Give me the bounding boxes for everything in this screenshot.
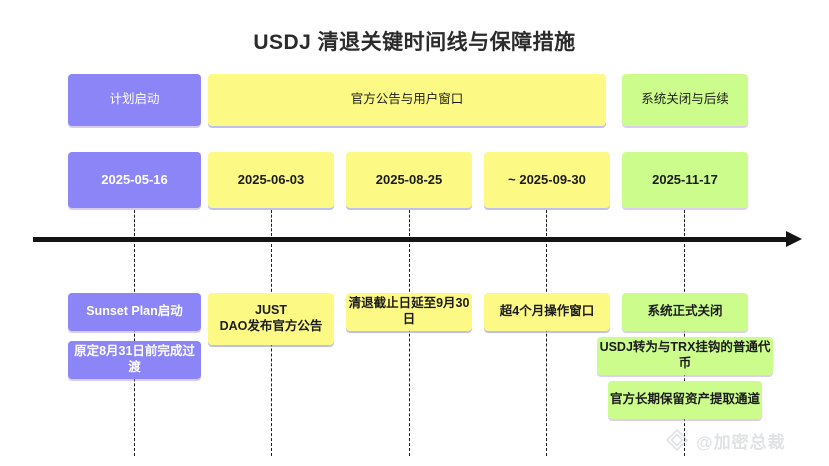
event-box-deadline-extended: 清退截止日延至9月30日 <box>346 293 472 331</box>
connector-line-2-upper <box>271 210 272 236</box>
watermark-text: @加密总裁 <box>696 432 786 452</box>
page-title: USDJ 清退关键时间线与保障措施 <box>253 31 576 54</box>
timeline-arrowhead-icon <box>786 231 802 247</box>
date-box-2025-08-25: 2025-08-25 <box>346 152 472 208</box>
connector-line-1-upper <box>134 210 135 236</box>
phase-box-announcement: 官方公告与用户窗口 <box>208 74 606 126</box>
event-box-system-shutdown: 系统正式关闭 <box>622 293 748 331</box>
event-box-usdj-to-trx-token: USDJ转为与TRX挂钩的普通代币 <box>597 337 773 375</box>
event-box-four-month-window: 超4个月操作窗口 <box>484 293 610 331</box>
date-box-2025-05-16: 2025-05-16 <box>68 152 201 208</box>
event-box-just-dao-announcement: JUST DAO发布官方公告 <box>208 293 334 345</box>
event-box-sunset-plan-start: Sunset Plan启动 <box>68 293 201 331</box>
date-box-2025-09-30: ~ 2025-09-30 <box>484 152 610 208</box>
watermark: @加密总裁 <box>664 427 786 453</box>
date-box-2025-11-17: 2025-11-17 <box>622 152 748 208</box>
connector-line-2-lower <box>271 244 272 456</box>
event-box-original-transition-deadline: 原定8月31日前完成过渡 <box>68 341 201 379</box>
connector-line-5-upper <box>684 210 685 236</box>
connector-line-3-lower <box>409 244 410 456</box>
phase-box-shutdown: 系统关闭与后续 <box>622 74 748 126</box>
event-box-long-term-withdrawal-channel: 官方长期保留资产提取通道 <box>608 381 762 419</box>
connector-line-4-upper <box>546 210 547 236</box>
date-box-2025-06-03: 2025-06-03 <box>208 152 334 208</box>
phase-box-planning: 计划启动 <box>68 74 201 126</box>
connector-line-3-upper <box>409 210 410 236</box>
diamond-logo-icon <box>664 427 690 453</box>
connector-line-4-lower <box>546 244 547 456</box>
timeline-axis <box>33 237 793 242</box>
